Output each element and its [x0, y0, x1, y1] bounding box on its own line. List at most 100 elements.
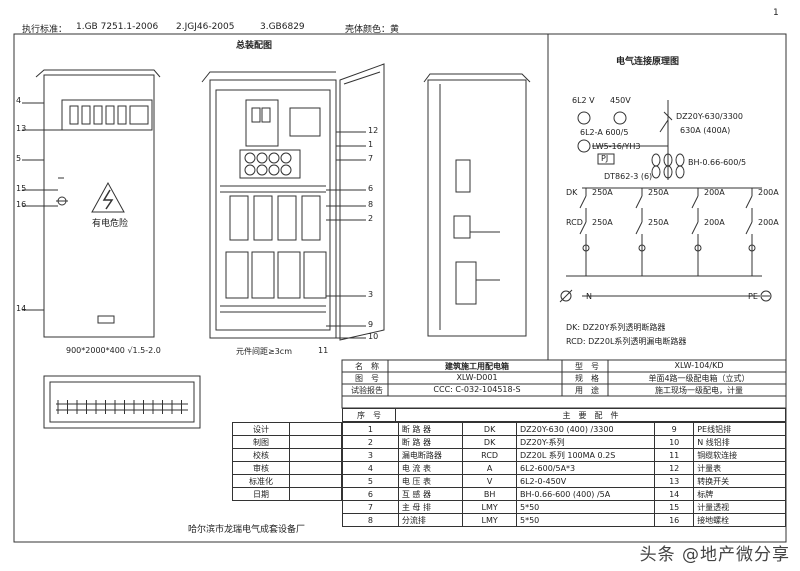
table-cell: 4: [342, 461, 399, 475]
table-cell: 计量表: [693, 461, 786, 475]
warning-label: 有电危险: [92, 219, 129, 229]
rcd-switch: [745, 221, 753, 235]
rcd-rating: 200A: [704, 218, 725, 227]
title-block-cell: 试验报告: [351, 386, 383, 395]
title-block-cell: 单面4路一级配电箱（立式）: [648, 374, 750, 383]
part-callout-left: 13: [16, 124, 27, 133]
main-breaker-rating: 630A (400A): [680, 126, 731, 135]
table-cell: 2: [342, 435, 399, 449]
standard-3: 3.GB6829: [260, 22, 305, 32]
part-callout-right: 8: [368, 200, 374, 209]
meter-model: DT862-3 (6): [604, 172, 653, 181]
table-cell: 电 流 表: [397, 461, 464, 475]
table-cell: DK: [462, 435, 517, 449]
shell-color: 壳体颜色：黄: [345, 25, 400, 35]
ground-icon: [760, 290, 772, 302]
electrical-schematic: [559, 100, 772, 303]
table-cell: 接地螺栓: [693, 513, 786, 527]
table-cell: 5*50: [515, 500, 656, 514]
company-name: 哈尔滨市龙瑞电气成套设备厂: [188, 525, 306, 535]
ammeter-icon: [613, 111, 627, 125]
table-cell: 10: [654, 435, 695, 449]
table-cell: 1: [342, 422, 399, 436]
table-cell: 15: [654, 500, 695, 514]
parts-header: 序 号 主 要 配 件: [342, 408, 786, 422]
table-cell: DZ20Y-630 (400) /3300: [515, 422, 656, 436]
dk-switch: [579, 195, 587, 209]
switch-spec: LW5-16/YH3: [592, 142, 641, 151]
title-block-cell: XLW-D001: [456, 373, 498, 382]
table-cell: LMY: [462, 513, 517, 527]
table-cell: 断 路 器: [397, 422, 464, 436]
watermark: 头条 @地产微分享: [639, 545, 790, 565]
table-cell: DZ20L 系列 100MA 0.2S: [515, 448, 656, 462]
rcd-rating: 250A: [592, 218, 613, 227]
table-cell: 主 母 排: [397, 500, 464, 514]
table-cell: 8: [342, 513, 399, 527]
table-cell: 7: [342, 500, 399, 514]
table-cell: 铜缆软连接: [693, 448, 786, 462]
table-cell: 计量透视: [693, 500, 786, 514]
table-cell: N 线铝排: [693, 435, 786, 449]
approval-role: 设计: [232, 422, 290, 436]
title-block-cell: 用 途: [575, 386, 599, 395]
table-cell: 漏电断路器: [397, 448, 464, 462]
standard-label: 执行标准：: [22, 25, 68, 35]
legend-rcd: RCD: DZ20L系列透明漏电断路器: [566, 337, 687, 346]
approval-sign: [289, 448, 342, 462]
part-callout-right: 9: [368, 320, 374, 329]
approval-role: 审核: [232, 461, 290, 475]
voltmeter-label: 6L2 V: [572, 96, 595, 105]
title-block-cell: CCC: C-032-104518-S: [433, 385, 521, 394]
approval-table: 设计制图校核审核标准化日期: [232, 422, 342, 501]
cabinet-dimensions: 900*2000*400 √1.5-2.0: [66, 346, 161, 355]
title-block: [341, 359, 787, 409]
table-cell: BH: [462, 487, 517, 501]
dk-rating: 250A: [648, 188, 669, 197]
part-callout-right: 7: [368, 154, 374, 163]
side-view-cabinet: [423, 73, 531, 337]
legend-dk: DK: DZ20Y系列透明断路器: [566, 323, 666, 332]
rcd-label: RCD: [566, 218, 583, 227]
title-block-cell: 规 格: [575, 374, 599, 383]
approval-role: 校核: [232, 448, 290, 462]
table-cell: 6L2-0-450V: [515, 474, 656, 488]
table-cell: 6: [342, 487, 399, 501]
table-cell: BH-0.66-600 (400) /5A: [515, 487, 656, 501]
table-cell: A: [462, 461, 517, 475]
part-callout-left: 16: [16, 200, 27, 209]
branch-terminal: [748, 244, 756, 252]
component-spacing: 元件间距≥3cm: [236, 347, 292, 356]
title-block-cell: 型 号: [575, 362, 599, 371]
dk-rating: 250A: [592, 188, 613, 197]
switch-icon: [577, 139, 591, 153]
table-cell: 5*50: [515, 513, 656, 527]
table-cell: 断 路 器: [397, 435, 464, 449]
voltmeter-icon: [577, 111, 591, 125]
table-cell: 9: [654, 422, 695, 436]
col-seq: 序 号: [342, 408, 396, 422]
n-label: N: [586, 292, 592, 301]
part-callout-right: 11: [318, 346, 329, 355]
part-callout-right: 1: [368, 140, 374, 149]
approval-sign: [289, 461, 342, 475]
title-block-cell: 名 称: [355, 362, 379, 371]
part-callout-left: 4: [16, 96, 22, 105]
branch-terminal: [638, 244, 646, 252]
part-callout-left: 5: [16, 154, 22, 163]
dk-switch: [691, 195, 699, 209]
page-number: 1: [773, 8, 779, 18]
approval-sign: [289, 474, 342, 488]
col-main-parts: 主 要 配 件: [395, 408, 786, 422]
table-cell: RCD: [462, 448, 517, 462]
part-callout-right: 6: [368, 184, 374, 193]
dk-label: DK: [566, 188, 578, 197]
assembly-title: 总装配图: [236, 41, 273, 51]
part-callout-left: 14: [16, 304, 27, 313]
